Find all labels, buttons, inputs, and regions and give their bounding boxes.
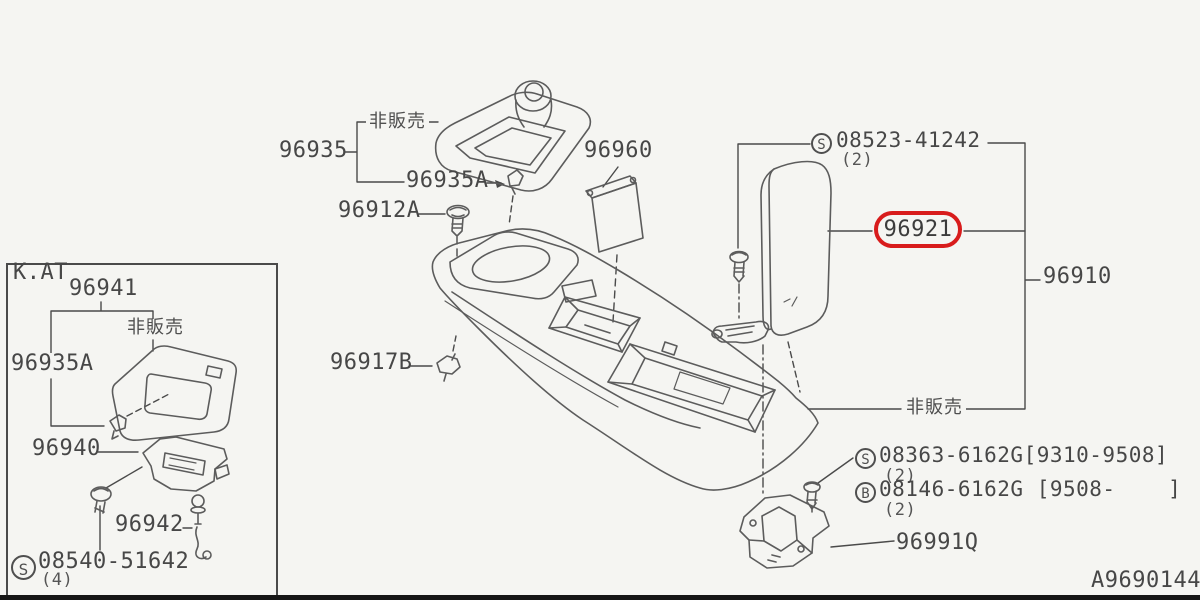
rear-finisher-96921-drawing bbox=[760, 160, 832, 336]
part-label-96991q: 96991Q bbox=[896, 530, 979, 555]
bolt-08363-drawing bbox=[803, 481, 821, 510]
part-label-96940: 96940 bbox=[32, 436, 101, 461]
latch-drawing bbox=[711, 320, 770, 344]
shift-boot-drawing bbox=[434, 80, 592, 195]
inset-title-label: K.AT bbox=[13, 260, 68, 285]
part-label-96917b: 96917B bbox=[330, 350, 413, 375]
part-label-96942: 96942 bbox=[115, 512, 184, 537]
qty-label-08540: (4) bbox=[41, 570, 74, 590]
part-label-08146-6162g: 08146-6162G [9508- ] bbox=[879, 477, 1182, 501]
s-circle-marker-icon: S bbox=[11, 555, 36, 580]
bottom-scan-bar bbox=[0, 595, 1200, 600]
not-for-sale-label-inset: 非販売 bbox=[124, 319, 187, 337]
s-circle-marker-icon: S bbox=[811, 133, 832, 154]
part-label-08540-51642: 08540-51642 bbox=[38, 549, 190, 574]
part-label-96912a: 96912A bbox=[338, 198, 421, 223]
pocket-96960-drawing bbox=[585, 175, 644, 253]
part-label-96921: 96921 bbox=[883, 217, 953, 242]
screw-96912a-drawing bbox=[446, 204, 470, 237]
clip-96917b-drawing bbox=[436, 353, 461, 382]
bracket-96991q-drawing bbox=[739, 494, 830, 569]
inset-screw-drawing bbox=[90, 486, 112, 514]
part-label-96935: 96935 bbox=[279, 138, 348, 163]
not-for-sale-label-top: 非販売 bbox=[366, 113, 429, 131]
part-label-96941: 96941 bbox=[69, 276, 138, 301]
kat-inset-box bbox=[6, 263, 278, 597]
qty-label-08146: (2) bbox=[884, 500, 917, 520]
inset-clip-96935a-drawing bbox=[109, 414, 127, 440]
part-label-08523-41242: 08523-41242 bbox=[836, 128, 981, 152]
console-body-drawing bbox=[431, 228, 819, 491]
qty-label-08523: (2) bbox=[841, 150, 874, 170]
inset-indicator-96942-drawing bbox=[190, 494, 212, 560]
qty-label-08363: (2) bbox=[884, 466, 917, 486]
part-label-96960: 96960 bbox=[584, 138, 653, 163]
part-label-96935a-inset: 96935A bbox=[11, 351, 94, 376]
part-label-96910: 96910 bbox=[1043, 264, 1112, 289]
part-label-08363-6162g: 08363-6162G[9310-9508] bbox=[879, 443, 1169, 467]
inset-finisher-96941-drawing bbox=[111, 345, 238, 441]
inset-bracket-96940-drawing bbox=[142, 436, 230, 492]
s-circle-marker-icon: S bbox=[855, 448, 876, 469]
b-circle-marker-icon: B bbox=[855, 482, 876, 503]
not-for-sale-label-right: 非販売 bbox=[903, 399, 966, 417]
screw-08523-drawing bbox=[729, 250, 749, 283]
highlight-oval-96921: 96921 bbox=[874, 211, 962, 248]
drawing-number-label: A9690144 bbox=[1091, 568, 1200, 593]
part-label-96935a: 96935A bbox=[406, 168, 489, 193]
